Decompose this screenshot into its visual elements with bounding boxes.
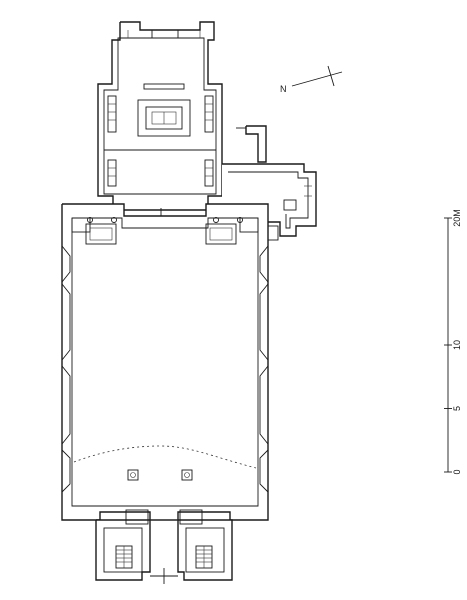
nave-windows-left [61,245,71,493]
scale-tick-label: 5 [452,406,462,411]
gallery-line [73,445,257,469]
scale-tick-label: 0 [452,469,462,474]
vestry [222,125,317,237]
scale-tick-label: 20M [452,209,462,227]
stair-left [115,545,133,569]
north-arrow: N [280,65,343,94]
chancel-wall-recesses [107,95,214,187]
front-furnishings [85,217,243,245]
entrance-porch [95,509,233,584]
nave [61,203,279,521]
nave-outer-wall [61,203,269,521]
scale-tick-label: 10 [452,340,462,350]
gallery-columns [127,469,193,481]
chancel-inner-wall [103,37,217,195]
nave-windows-right [259,245,269,493]
nave-inner-wall [71,217,259,507]
scale-bar: 0 5 10 20M [444,209,462,475]
chancel [97,21,223,224]
chancel-outer-wall [97,21,223,211]
stair-right [195,545,213,569]
altar [137,83,191,137]
north-label: N [280,84,287,94]
